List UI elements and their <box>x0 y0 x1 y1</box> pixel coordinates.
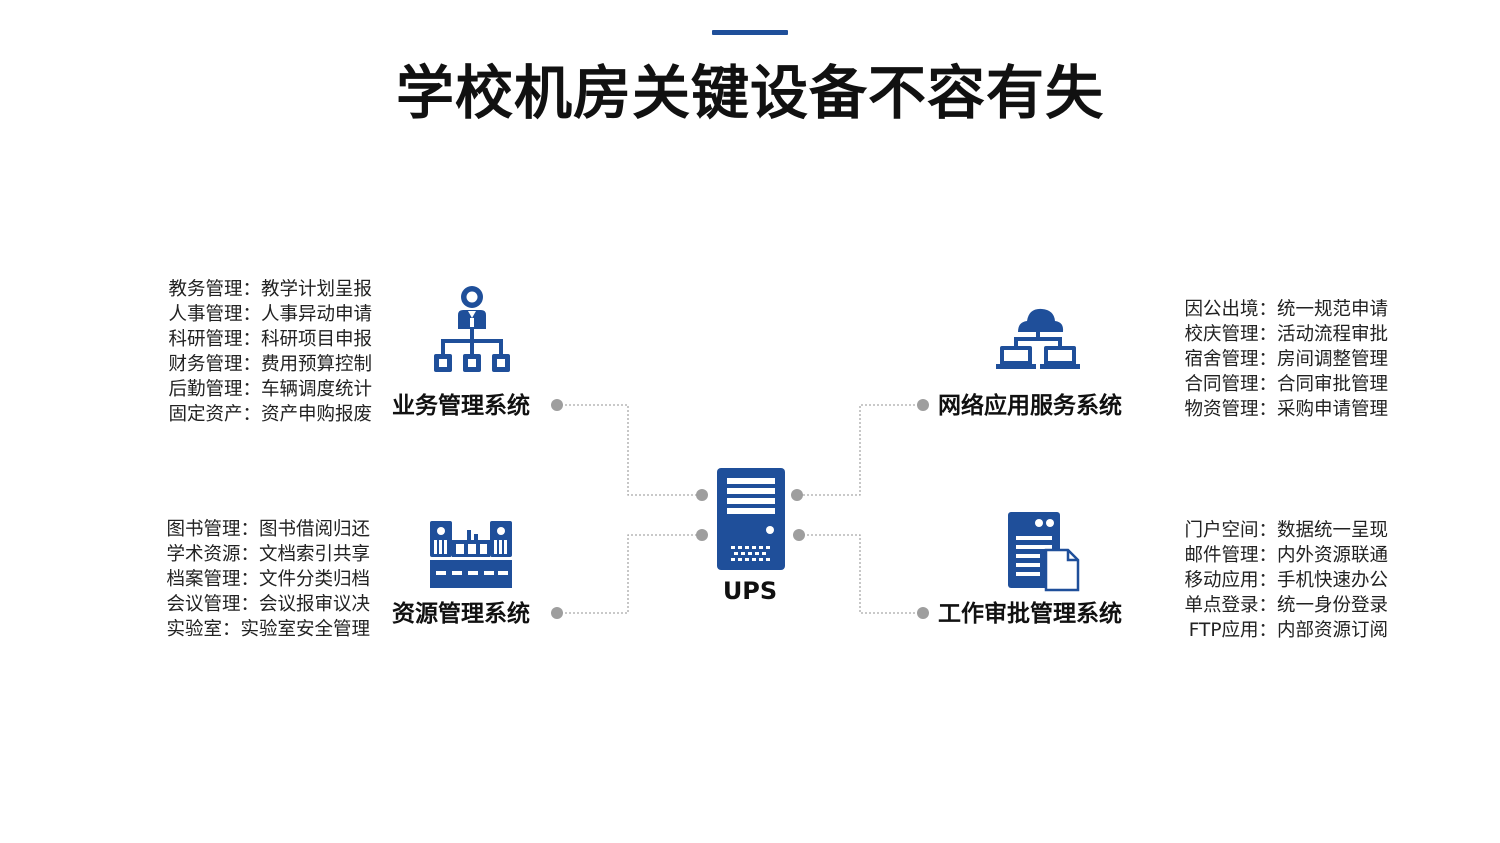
network-system-items: 因公出境：统一规范申请 校庆管理：活动流程审批 宿舍管理：房间调整管理 合同管理… <box>1152 297 1388 422</box>
connector-approval <box>799 534 923 614</box>
connector-dot-business <box>551 399 563 411</box>
list-item: 校庆管理：活动流程审批 <box>1184 324 1388 345</box>
list-item: 移动应用：手机快速办公 <box>1184 570 1388 591</box>
title-accent-bar <box>712 30 788 35</box>
connector-dot-ups-bottom-left <box>696 529 708 541</box>
business-system-label: 业务管理系统 <box>392 393 530 419</box>
org-chart-person-icon <box>434 286 510 372</box>
list-item: 宿舍管理：房间调整管理 <box>1184 349 1388 370</box>
list-item: 财务管理：费用预算控制 <box>168 354 372 375</box>
page-title: 学校机房关键设备不容有失 <box>395 59 1104 127</box>
server-icon <box>717 468 785 570</box>
list-item: 固定资产：资产申购报废 <box>168 404 372 425</box>
list-item: 后勤管理：车辆调度统计 <box>168 379 372 400</box>
business-system-items: 教务管理：教学计划呈报 人事管理：人事异动申请 科研管理：科研项目申报 财务管理… <box>132 277 372 427</box>
list-item: 科研管理：科研项目申报 <box>168 329 372 350</box>
connector-dot-resource <box>551 607 563 619</box>
list-item: 物资管理：采购申请管理 <box>1184 399 1388 420</box>
list-item: 因公出境：统一规范申请 <box>1184 299 1388 320</box>
connector-network <box>797 404 923 496</box>
document-server-icon <box>1008 512 1080 592</box>
list-item: 学术资源：文档索引共享 <box>166 544 370 565</box>
connector-resource <box>557 534 702 614</box>
list-item: FTP应用：内部资源订阅 <box>1188 620 1388 641</box>
network-system-label: 网络应用服务系统 <box>938 393 1122 419</box>
connector-business <box>557 404 702 496</box>
connector-dot-approval <box>917 607 929 619</box>
list-item: 合同管理：合同审批管理 <box>1184 374 1388 395</box>
list-item: 门户空间：数据统一呈现 <box>1184 520 1388 541</box>
connector-dot-ups-bottom-right <box>793 529 805 541</box>
list-item: 教务管理：教学计划呈报 <box>168 279 372 300</box>
building-icon <box>430 521 512 588</box>
connector-dot-network <box>917 399 929 411</box>
list-item: 实验室：实验室安全管理 <box>166 619 370 640</box>
approval-system-items: 门户空间：数据统一呈现 邮件管理：内外资源联通 移动应用：手机快速办公 单点登录… <box>1152 518 1388 643</box>
resource-system-items: 图书管理：图书借阅归还 学术资源：文档索引共享 档案管理：文件分类归档 会议管理… <box>130 517 370 642</box>
resource-system-label: 资源管理系统 <box>392 601 530 627</box>
approval-system-label: 工作审批管理系统 <box>938 601 1122 627</box>
connector-dot-ups-top-right <box>791 489 803 501</box>
list-item: 人事管理：人事异动申请 <box>168 304 372 325</box>
connector-dot-ups-top-left <box>696 489 708 501</box>
list-item: 会议管理：会议报审议决 <box>166 594 370 615</box>
list-item: 图书管理：图书借阅归还 <box>166 519 370 540</box>
cloud-network-icon <box>996 308 1080 369</box>
ups-label: UPS <box>722 577 778 605</box>
list-item: 单点登录：统一身份登录 <box>1184 595 1388 616</box>
list-item: 邮件管理：内外资源联通 <box>1184 545 1388 566</box>
list-item: 档案管理：文件分类归档 <box>166 569 370 590</box>
